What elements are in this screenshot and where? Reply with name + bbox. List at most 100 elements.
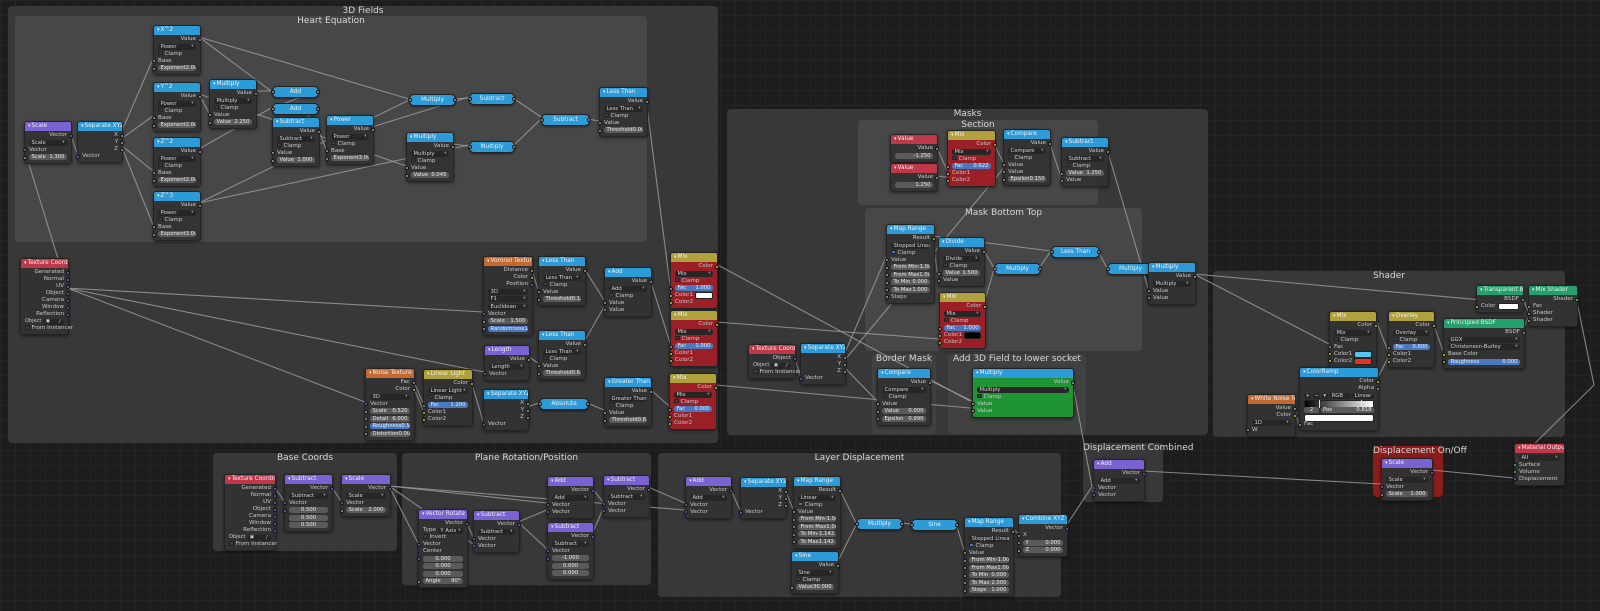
c-socket[interactable] bbox=[1441, 352, 1446, 357]
v-socket[interactable] bbox=[602, 411, 607, 415]
operation-dropdown[interactable]: 3D▾ bbox=[370, 393, 410, 400]
collapse-icon[interactable]: ▾ bbox=[890, 226, 893, 232]
vec-socket[interactable] bbox=[1512, 477, 1517, 481]
c-socket[interactable] bbox=[983, 304, 988, 309]
collapse-icon[interactable]: ▾ bbox=[551, 478, 554, 484]
collapse-icon[interactable]: ▾ bbox=[228, 476, 231, 482]
checkbox[interactable] bbox=[753, 369, 758, 374]
checkbox[interactable] bbox=[229, 541, 234, 546]
collapse-icon[interactable]: ▾ bbox=[81, 123, 84, 129]
c-socket[interactable] bbox=[715, 264, 720, 269]
v-socket[interactable] bbox=[316, 89, 321, 94]
sh-socket[interactable] bbox=[1512, 470, 1517, 474]
node-header[interactable]: ▾Multiply bbox=[407, 133, 453, 142]
transparent-bsdf-node[interactable]: ▾Transparent BSDFBSDFColor bbox=[1474, 285, 1526, 313]
checkbox[interactable] bbox=[214, 104, 219, 109]
collapse-icon[interactable]: ▾ bbox=[157, 27, 160, 33]
vec-socket[interactable] bbox=[363, 402, 368, 406]
collapse-icon[interactable]: ▾ bbox=[410, 134, 413, 140]
v-socket[interactable] bbox=[120, 140, 125, 145]
c-socket[interactable] bbox=[668, 358, 673, 363]
vec-socket[interactable] bbox=[416, 542, 421, 547]
operation-dropdown[interactable]: Overlay▾ bbox=[1393, 329, 1430, 336]
v-socket[interactable] bbox=[875, 409, 880, 414]
operation-dropdown[interactable]: Mix▾ bbox=[1334, 329, 1372, 336]
v-socket[interactable] bbox=[602, 301, 607, 305]
collapse-icon[interactable]: ▾ bbox=[1333, 313, 1336, 319]
sh-socket[interactable] bbox=[1575, 297, 1580, 302]
stop-options-dropdown[interactable]: ▾ bbox=[1321, 392, 1328, 399]
vec-socket[interactable] bbox=[273, 528, 278, 533]
node-header[interactable]: ▾Add bbox=[686, 477, 731, 486]
vec-socket[interactable] bbox=[530, 282, 535, 287]
node-header[interactable]: ▾Power bbox=[327, 116, 373, 125]
collapse-icon[interactable]: ▾ bbox=[477, 512, 480, 518]
operation-dropdown[interactable]: Greater Than▾ bbox=[609, 395, 647, 402]
operation-dropdown[interactable]: Multiply▾ bbox=[214, 97, 252, 104]
eyedropper-icon[interactable]: ╱ bbox=[58, 318, 62, 324]
node-header[interactable]: ▾Linear Light bbox=[424, 370, 472, 379]
collapse-icon[interactable]: ▾ bbox=[674, 254, 677, 260]
v-socket[interactable] bbox=[407, 97, 412, 102]
v-socket[interactable] bbox=[884, 258, 889, 262]
collapse-icon[interactable]: ▾ bbox=[422, 511, 425, 517]
checkbox[interactable] bbox=[943, 262, 948, 267]
v-socket[interactable] bbox=[1049, 249, 1054, 254]
operation-dropdown[interactable]: Power▾ bbox=[158, 155, 196, 162]
operation-dropdown[interactable]: Mix▾ bbox=[952, 148, 991, 155]
vec-socket[interactable] bbox=[273, 493, 278, 498]
remove-stop-button[interactable]: − bbox=[1312, 392, 1321, 399]
object-picker-field[interactable]: ▣╱ bbox=[43, 318, 64, 325]
operation-dropdown[interactable]: Less Than▾ bbox=[543, 274, 581, 281]
operation-dropdown[interactable]: Linear Light▾ bbox=[428, 387, 468, 394]
v-socket[interactable] bbox=[198, 94, 203, 99]
v-socket[interactable] bbox=[1001, 170, 1006, 174]
collapse-icon[interactable]: ▾ bbox=[951, 132, 954, 138]
node-header[interactable]: ▾ColorRamp bbox=[1300, 368, 1378, 377]
v-socket[interactable] bbox=[843, 355, 848, 360]
to-min-field[interactable]: To Min-1.142 bbox=[798, 531, 836, 537]
vec-socket[interactable] bbox=[1091, 486, 1096, 490]
eyedropper-icon[interactable]: ╱ bbox=[265, 534, 269, 540]
node-header[interactable]: ▾Subtract bbox=[604, 476, 649, 485]
collapse-icon[interactable]: ▾ bbox=[689, 478, 692, 484]
checkbox[interactable] bbox=[798, 501, 803, 506]
vec-socket[interactable] bbox=[66, 312, 71, 317]
collapse-icon[interactable]: ▾ bbox=[157, 84, 160, 90]
c-socket[interactable] bbox=[1386, 352, 1391, 357]
v-socket[interactable] bbox=[597, 121, 602, 125]
v-socket[interactable] bbox=[1001, 163, 1006, 167]
checkbox[interactable] bbox=[674, 398, 679, 403]
vec-socket[interactable] bbox=[798, 376, 803, 381]
from-min-field[interactable]: From Min-1.000 bbox=[891, 264, 930, 270]
vec-socket[interactable] bbox=[66, 305, 71, 310]
collapse-icon[interactable]: ▾ bbox=[1065, 139, 1068, 145]
node-header[interactable]: ▾Subtract bbox=[474, 511, 519, 520]
color-swatch[interactable] bbox=[695, 292, 713, 299]
checkbox[interactable] bbox=[277, 142, 282, 147]
vec-socket[interactable] bbox=[273, 507, 278, 512]
collapse-icon[interactable]: ▾ bbox=[551, 524, 554, 530]
vector-component-field[interactable]: 0.500 bbox=[289, 514, 328, 521]
c-socket[interactable] bbox=[421, 410, 426, 415]
v-socket[interactable] bbox=[649, 389, 654, 394]
v-socket[interactable] bbox=[970, 409, 975, 413]
collapse-icon[interactable]: ▾ bbox=[1097, 461, 1100, 467]
v-socket[interactable] bbox=[884, 273, 889, 277]
